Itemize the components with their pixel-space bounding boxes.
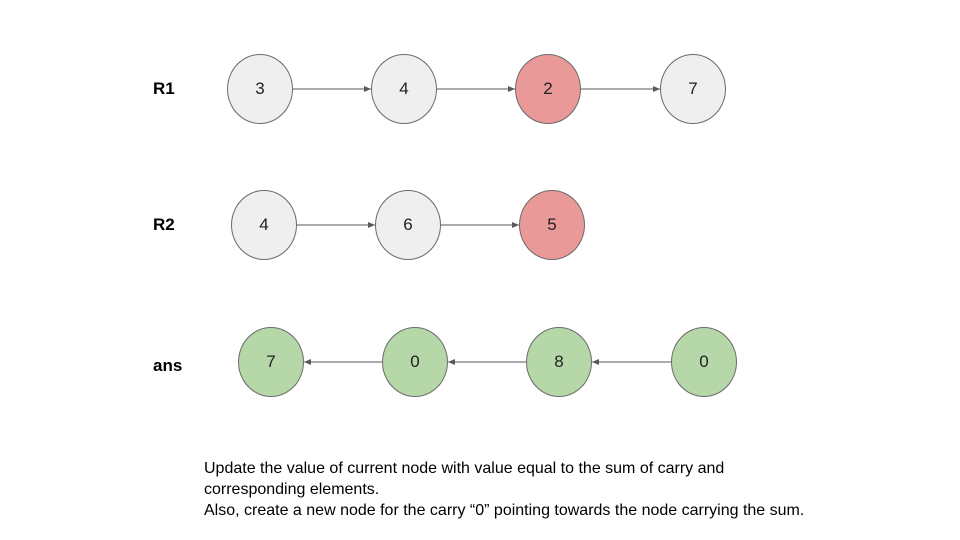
ans-node-1: 7	[238, 327, 304, 397]
r1-node-2: 4	[371, 54, 437, 124]
row-label-ans: ans	[153, 356, 183, 375]
row-label-r1: R1	[153, 79, 175, 98]
r1-node-3: 2	[515, 54, 581, 124]
row-label-r2: R2	[153, 215, 175, 234]
caption-line-2: corresponding elements.	[204, 481, 380, 498]
r1-node-4: 7	[660, 54, 726, 124]
caption: Update the value of current node with va…	[204, 458, 904, 521]
caption-line-3: Also, create a new node for the carry “0…	[204, 502, 805, 519]
caption-line-1: Update the value of current node with va…	[204, 460, 725, 477]
r2-node-1: 4	[231, 190, 297, 260]
ans-node-4: 0	[671, 327, 737, 397]
r1-node-1: 3	[227, 54, 293, 124]
r2-node-2: 6	[375, 190, 441, 260]
ans-node-2: 0	[382, 327, 448, 397]
ans-node-3: 8	[526, 327, 592, 397]
r2-node-3: 5	[519, 190, 585, 260]
